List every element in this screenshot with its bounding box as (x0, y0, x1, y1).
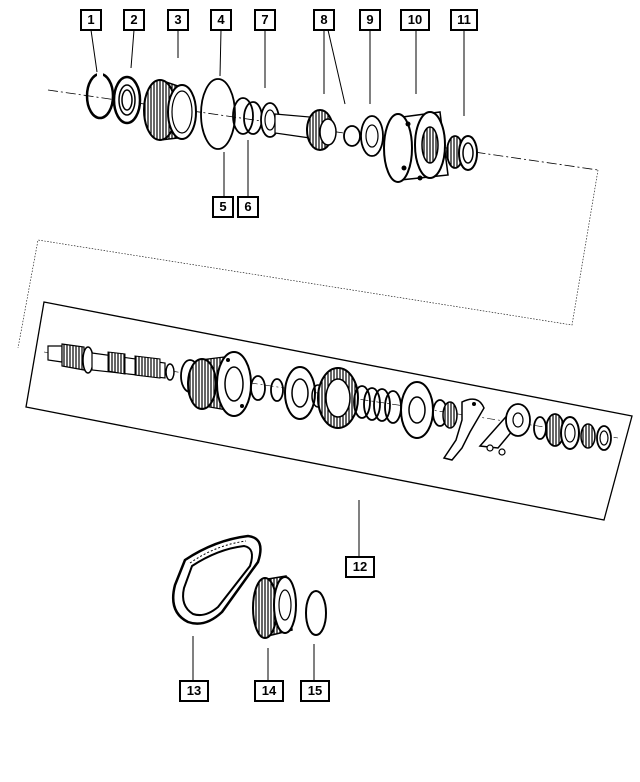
part-12-rings (250, 375, 284, 402)
callout-10[interactable]: 10 (400, 9, 430, 31)
leader-lines-bottom (192, 636, 315, 680)
callout-12[interactable]: 12 (345, 556, 375, 578)
part-12-sprocket (317, 367, 359, 429)
part-9-thrust-washer (360, 115, 384, 157)
callout-3[interactable]: 3 (167, 9, 189, 31)
part-10-carrier (383, 111, 449, 183)
part-4-snap-ring (200, 78, 236, 150)
callout-1[interactable]: 1 (80, 9, 102, 31)
part-13-drive-chain (171, 534, 262, 625)
part-1-snap-ring (85, 71, 115, 120)
callout-14[interactable]: 14 (254, 680, 284, 702)
part-2-bearing (112, 75, 142, 125)
part-8-shaft-gear (274, 109, 361, 151)
part-15-snap-ring (305, 590, 327, 636)
part-12-disc (400, 381, 458, 439)
part-12-mainshaft (47, 343, 175, 381)
part-11-bearing (446, 135, 478, 171)
part-12-bearings (533, 413, 612, 451)
callout-15[interactable]: 15 (300, 680, 330, 702)
part-14-sprocket (252, 575, 297, 639)
part-12-shift-fork (442, 398, 485, 461)
callout-5[interactable]: 5 (212, 196, 234, 218)
part-5-6-washers (232, 97, 263, 135)
part-12-hub (180, 351, 252, 417)
callout-4[interactable]: 4 (210, 9, 232, 31)
callout-2[interactable]: 2 (123, 9, 145, 31)
callout-6[interactable]: 6 (237, 196, 259, 218)
callout-8[interactable]: 8 (313, 9, 335, 31)
callout-13[interactable]: 13 (179, 680, 209, 702)
connector-frame (17, 169, 599, 349)
part-3-ring-gear (143, 78, 197, 141)
callout-7[interactable]: 7 (254, 9, 276, 31)
leader-lines-top (90, 29, 465, 196)
callout-11[interactable]: 11 (450, 9, 478, 31)
callout-9[interactable]: 9 (359, 9, 381, 31)
part-12-lever (478, 403, 531, 456)
